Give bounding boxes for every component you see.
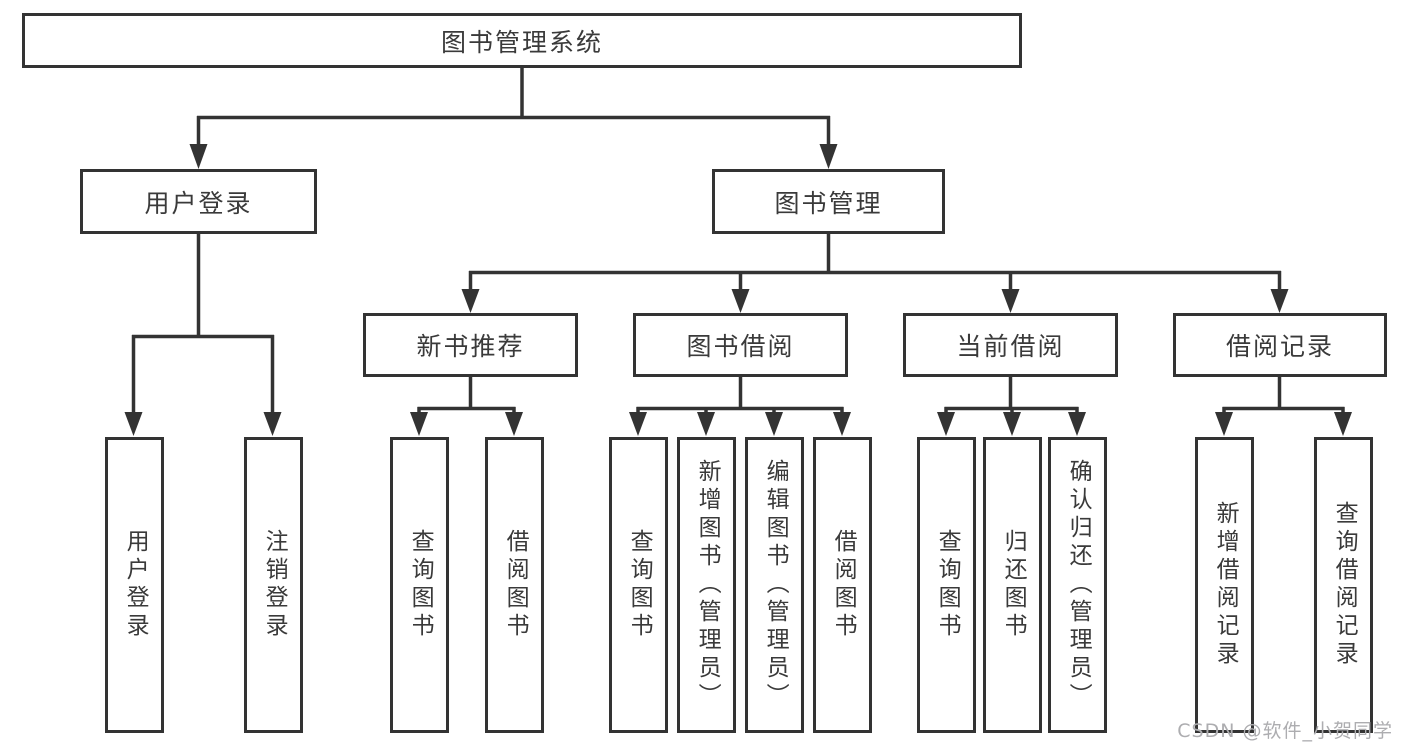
leaf-user-login: 用户登录: [105, 437, 164, 733]
leaf-records-query-record: 查询借阅记录: [1314, 437, 1373, 733]
node-user-login: 用户登录: [80, 169, 317, 234]
node-current-borrow: 当前借阅: [903, 313, 1118, 377]
leaf-rec-query-book: 查询图书: [390, 437, 449, 733]
leaf-current-confirm-return: 确认归还（管理员）: [1048, 437, 1107, 733]
leaf-records-add-record: 新增借阅记录: [1195, 437, 1254, 733]
leaf-borrow-add-book: 新增图书（管理员）: [677, 437, 736, 733]
csdn-watermark: CSDN @软件_小贺同学: [1177, 720, 1393, 742]
node-root: 图书管理系统: [22, 13, 1022, 68]
leaf-rec-borrow-book: 借阅图书: [485, 437, 544, 733]
node-book-mgmt: 图书管理: [712, 169, 945, 234]
leaf-borrow-query-book: 查询图书: [609, 437, 668, 733]
node-new-book-recommend: 新书推荐: [363, 313, 578, 377]
leaf-current-query-book: 查询图书: [917, 437, 976, 733]
node-book-borrow: 图书借阅: [633, 313, 848, 377]
leaf-user-logout: 注销登录: [244, 437, 303, 733]
leaf-current-return-book: 归还图书: [983, 437, 1042, 733]
leaf-borrow-borrow-book: 借阅图书: [813, 437, 872, 733]
node-borrow-records: 借阅记录: [1173, 313, 1387, 377]
leaf-borrow-edit-book: 编辑图书（管理员）: [745, 437, 804, 733]
